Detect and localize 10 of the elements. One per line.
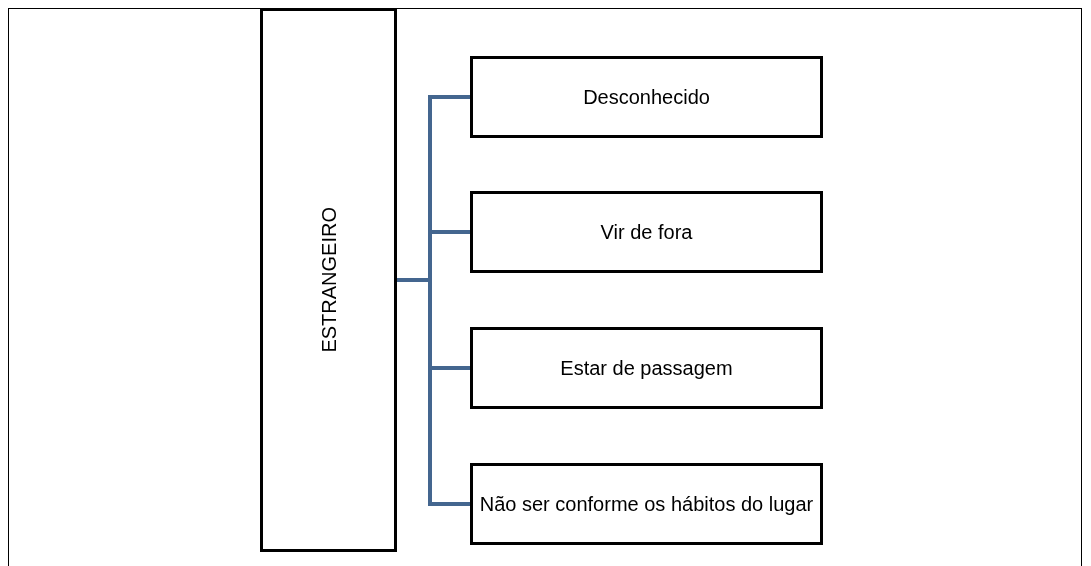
label-box [260,8,397,552]
box-label: Não ser conforme os hábitos do lugar [479,492,814,516]
label-box [470,327,823,409]
box-label: Desconhecido [583,85,710,109]
box-label: Vir de fora [600,220,693,244]
label-box [470,463,823,545]
label-box [470,191,823,273]
label-box [470,56,823,138]
box-label: ESTRANGEIRO [316,207,341,353]
box-label: Estar de passagem [560,356,733,380]
